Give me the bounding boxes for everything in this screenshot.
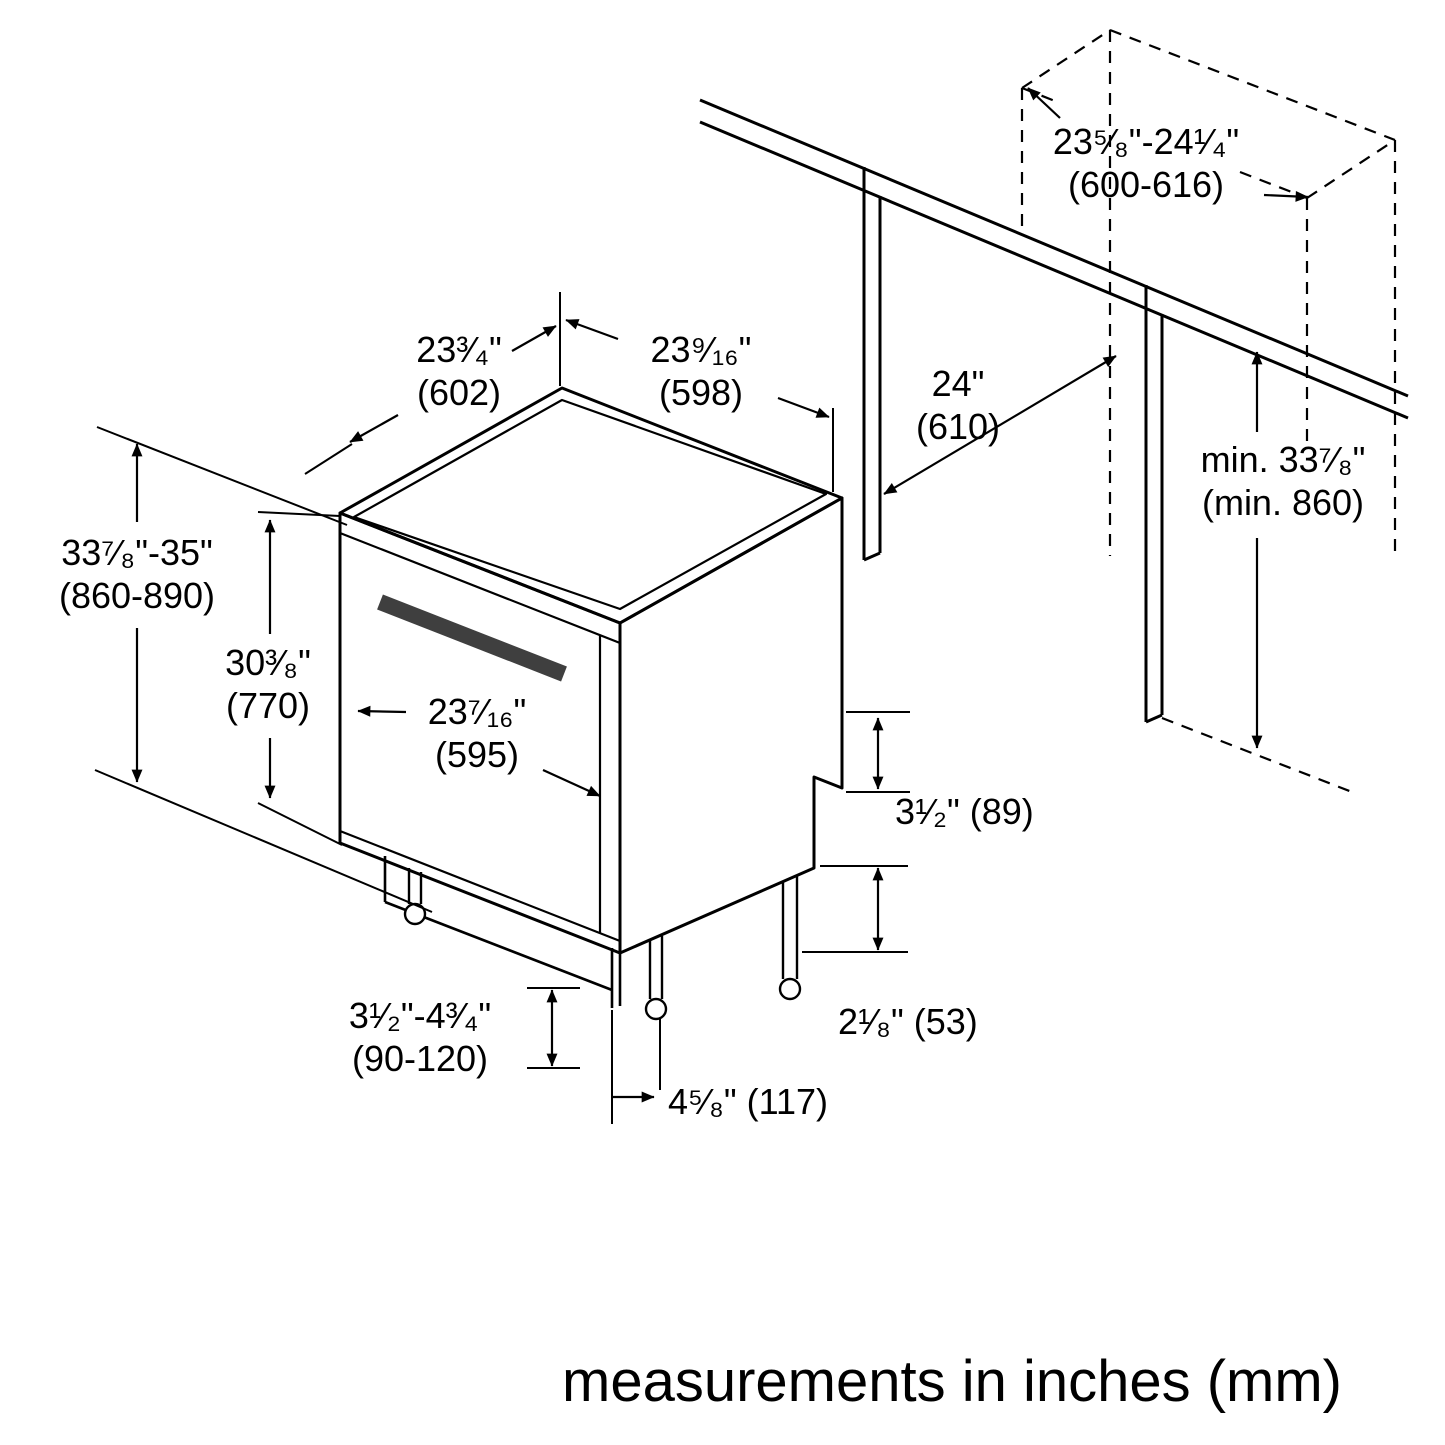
dim-top-width-mm: (598) xyxy=(658,372,744,414)
cabinet-left-panel xyxy=(862,167,882,562)
side-face xyxy=(618,496,844,955)
adjustable-feet xyxy=(403,868,802,1021)
cabinet-right-panel xyxy=(1144,285,1164,724)
dim-top-width-inches: 23⁹⁄₁₆" xyxy=(650,329,752,370)
ext-floor xyxy=(94,769,433,913)
arrow-niche-width-left xyxy=(1027,87,1061,119)
foot-front xyxy=(644,997,668,1021)
dim-door-height-inches: 30³⁄₈" xyxy=(225,642,311,683)
top-face-inner-rim xyxy=(352,398,828,611)
dim-door-height-mm: (770) xyxy=(225,685,311,727)
top-face xyxy=(338,386,844,625)
units-note: measurements in inches (mm) xyxy=(562,1349,1342,1414)
dim-toekick-height: 3¹⁄₂" (89) xyxy=(895,790,1034,833)
dim-niche-height-inches: min. 33⁷⁄₈" xyxy=(1200,439,1366,480)
dim-cabinet-depth-mm: (610) xyxy=(915,406,1001,448)
dim-leg-adjust-range: 3¹⁄₂"-4³⁄₄" (90-120) xyxy=(349,994,491,1080)
dim-rear-foot-height-value: 2¹⁄₈" (53) xyxy=(838,1001,978,1042)
dim-top-width: 23⁹⁄₁₆" (598) xyxy=(651,328,752,414)
cabinet-drawing xyxy=(699,28,1409,794)
dim-cabinet-depth-inches: 24" xyxy=(931,363,985,404)
foot-front-stem xyxy=(648,936,664,999)
dim-top-depth-mm: (602) xyxy=(416,372,502,414)
dim-front-width-mm: (595) xyxy=(434,734,520,776)
dim-overall-height-inches: 33⁷⁄₈"-35" xyxy=(61,532,213,573)
dim-leg-adjust-inches: 3¹⁄₂"-4³⁄₄" xyxy=(348,995,492,1036)
dim-niche-height: min. 33⁷⁄₈" (min. 860) xyxy=(1201,438,1366,524)
dim-niche-height-mm: (min. 860) xyxy=(1201,482,1365,524)
foot-left-stem xyxy=(407,868,423,904)
arrow-front-width-right xyxy=(542,768,601,798)
countertop-back-edge xyxy=(699,120,1409,420)
dim-front-width-inches: 23⁷⁄₁₆" xyxy=(427,691,527,732)
dim-cabinet-depth: 24" (610) xyxy=(916,362,1000,448)
cabinet-niche-dashed xyxy=(1020,28,1397,794)
foot-rear-stem xyxy=(781,875,799,979)
ext-top-depth-left xyxy=(304,443,353,475)
dim-door-height: 30³⁄₈" (770) xyxy=(225,641,311,727)
door-top-seam xyxy=(339,531,621,645)
dim-toekick-height-value: 3¹⁄₂" (89) xyxy=(895,791,1034,832)
ext-door-bottom xyxy=(257,802,343,846)
door-handle xyxy=(377,594,567,682)
dim-rear-foot-height: 2¹⁄₈" (53) xyxy=(838,1000,978,1043)
arrow-niche-width-right xyxy=(1263,190,1309,202)
dishwasher-drawing xyxy=(338,386,844,1021)
arrow-cabinet-depth xyxy=(883,355,1117,495)
dim-overall-height-mm: (860-890) xyxy=(58,575,216,617)
dim-top-depth: 23³⁄₄" (602) xyxy=(416,328,502,414)
dim-overall-height: 33⁷⁄₈"-35" (860-890) xyxy=(59,531,215,617)
dim-top-depth-inches: 23³⁄₄" xyxy=(416,329,502,370)
arrow-top-depth-a xyxy=(349,414,399,443)
arrow-top-width-a xyxy=(565,318,619,341)
dim-foot-inset-value: 4⁵⁄₈" (117) xyxy=(668,1081,829,1122)
dim-foot-inset: 4⁵⁄₈" (117) xyxy=(668,1080,828,1123)
dimension-arrows xyxy=(94,87,1309,1124)
ext-overall-top xyxy=(96,426,348,526)
ext-door-top xyxy=(257,511,341,517)
dim-front-width: 23⁷⁄₁₆" (595) xyxy=(428,690,527,776)
arrow-top-width-b xyxy=(777,396,830,419)
floor-edge-dashed xyxy=(1161,716,1353,794)
dim-niche-width-mm: (600-616) xyxy=(1067,164,1225,206)
arrow-top-depth-b xyxy=(511,325,557,352)
arrow-front-width-left xyxy=(357,705,407,717)
dim-niche-width: 23⁵⁄₈"-24¹⁄₄" (600-616) xyxy=(1053,120,1239,206)
foot-rear xyxy=(778,977,802,1001)
dim-niche-width-inches: 23⁵⁄₈"-24¹⁄₄" xyxy=(1052,121,1240,162)
countertop-front-edge xyxy=(699,98,1409,398)
dim-leg-adjust-mm: (90-120) xyxy=(351,1038,489,1080)
door-bottom-seam xyxy=(339,829,621,943)
